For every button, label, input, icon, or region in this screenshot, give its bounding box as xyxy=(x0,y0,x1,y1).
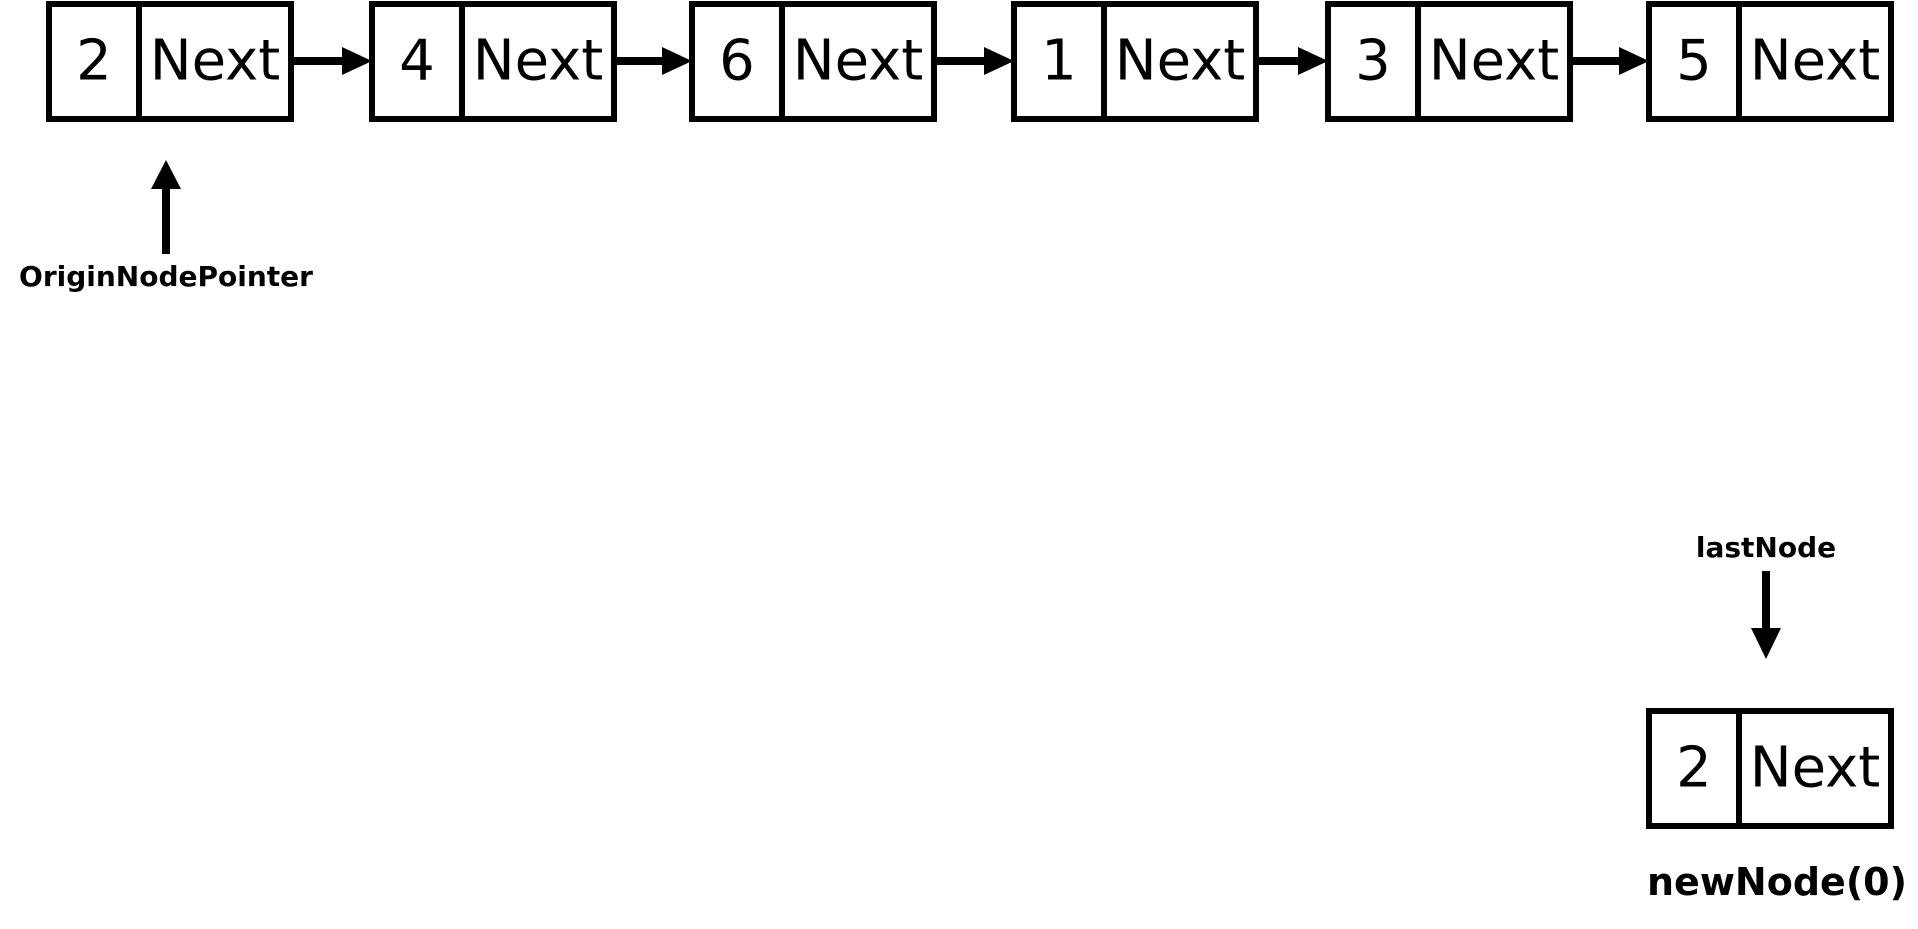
new-node: 2 Next newNode(0) xyxy=(1646,708,1907,904)
node-4-box xyxy=(1011,1,1259,122)
link-arrow-2-3-head xyxy=(662,47,692,75)
list-node-3: 6 Next xyxy=(689,1,937,122)
node-4-value: 1 xyxy=(1041,29,1077,94)
link-arrow-2-3 xyxy=(614,47,692,75)
node-3-box xyxy=(689,1,937,122)
last-node-pointer-label: lastNode xyxy=(1696,531,1836,564)
node-3-next-label: Next xyxy=(793,29,923,94)
link-arrow-3-4 xyxy=(934,47,1014,75)
link-arrow-5-6 xyxy=(1570,47,1649,75)
origin-pointer: OriginNodePointer xyxy=(19,160,313,293)
link-arrow-4-5-head xyxy=(1298,47,1328,75)
linked-list: 2 Next 4 Next 6 Next xyxy=(46,1,1894,122)
origin-pointer-arrow-head xyxy=(151,160,181,189)
new-node-next-label: Next xyxy=(1750,736,1880,801)
node-4-next-label: Next xyxy=(1115,29,1245,94)
last-node-pointer: lastNode xyxy=(1696,531,1836,659)
link-arrow-5-6-head xyxy=(1619,47,1649,75)
origin-pointer-label: OriginNodePointer xyxy=(19,260,313,293)
link-arrow-4-5 xyxy=(1256,47,1328,75)
link-arrow-1-2 xyxy=(291,47,372,75)
new-node-value: 2 xyxy=(1676,736,1712,801)
node-1-next-label: Next xyxy=(150,29,280,94)
node-6-next-label: Next xyxy=(1750,29,1880,94)
list-node-5: 3 Next xyxy=(1325,1,1573,122)
node-5-value: 3 xyxy=(1355,29,1391,94)
node-5-next-label: Next xyxy=(1429,29,1559,94)
list-node-1: 2 Next xyxy=(46,1,294,122)
list-node-2: 4 Next xyxy=(369,1,617,122)
node-6-value: 5 xyxy=(1676,29,1712,94)
list-node-4: 1 Next xyxy=(1011,1,1259,122)
node-1-box xyxy=(46,1,294,122)
node-3-value: 6 xyxy=(719,29,755,94)
node-1-value: 2 xyxy=(76,29,112,94)
node-6-box xyxy=(1646,1,1894,122)
link-arrow-3-4-head xyxy=(984,47,1014,75)
new-node-caption: newNode(0) xyxy=(1647,860,1907,904)
last-node-pointer-arrow-head xyxy=(1751,628,1781,659)
new-node-box xyxy=(1646,708,1894,829)
link-arrow-1-2-head xyxy=(342,47,372,75)
list-node-6: 5 Next xyxy=(1646,1,1894,122)
node-2-next-label: Next xyxy=(473,29,603,94)
node-2-value: 4 xyxy=(399,29,435,94)
